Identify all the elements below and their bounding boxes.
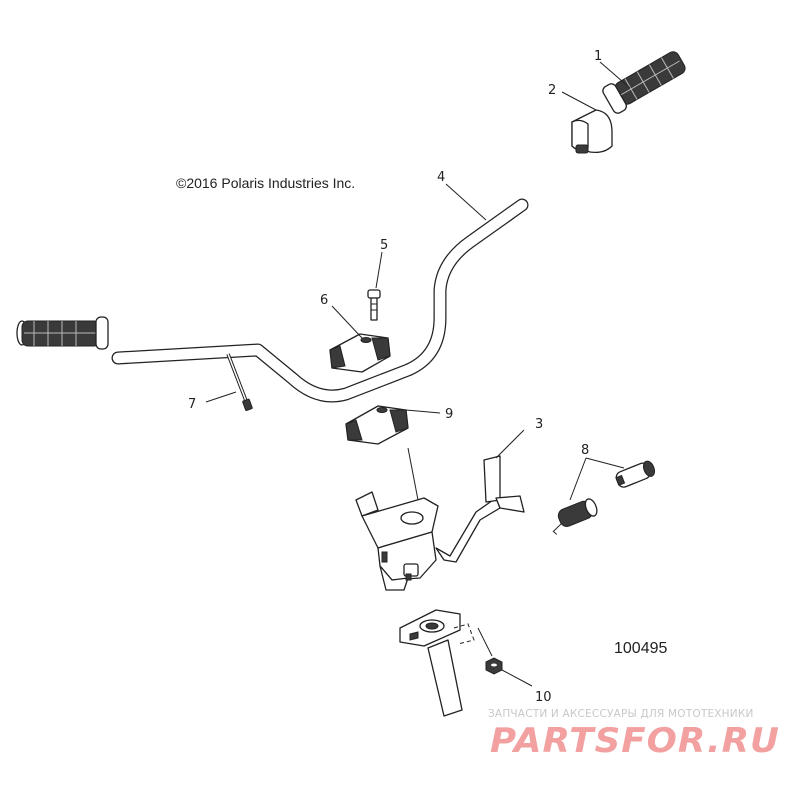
bushing-pair[interactable]: [547, 459, 657, 535]
mount-bracket[interactable]: [355, 455, 525, 591]
throttle-housing[interactable]: [571, 109, 613, 154]
callout-6: 6: [320, 293, 328, 308]
callout-5: 5: [380, 238, 388, 253]
callout-9: 9: [445, 407, 453, 422]
watermark: ЗАПЧАСТИ И АКСЕССУАРЫ ДЛЯ МОТОТЕХНИКИ PA…: [488, 708, 780, 761]
callouts: 1 2 3 4 5 6 7 8 9 10: [188, 49, 602, 705]
left-grip[interactable]: [16, 316, 109, 350]
watermark-brand: PARTSFOR.RU: [490, 721, 780, 761]
nut-leader-dashed: [453, 623, 493, 657]
callout-2: 2: [548, 83, 556, 98]
callout-7: 7: [188, 397, 196, 412]
leader-lines: [205, 61, 631, 687]
hex-nut[interactable]: [485, 657, 503, 675]
right-grip[interactable]: [601, 47, 689, 115]
watermark-tagline: ЗАПЧАСТИ И АКСЕССУАРЫ ДЛЯ МОТОТЕХНИКИ: [488, 708, 754, 720]
callout-8: 8: [581, 443, 589, 458]
lower-clamp[interactable]: [345, 405, 409, 445]
handlebar[interactable]: [111, 198, 529, 403]
callout-10: 10: [535, 690, 552, 705]
callout-3: 3: [535, 417, 543, 432]
steering-column: [407, 447, 463, 717]
callout-1: 1: [594, 49, 602, 64]
copyright-text: ©2016 Polaris Industries Inc.: [176, 175, 355, 191]
clamp-bolt[interactable]: [367, 289, 381, 321]
diagram-number: 100495: [614, 640, 667, 657]
column-base-plate[interactable]: [399, 609, 461, 647]
upper-clamp[interactable]: [329, 333, 391, 373]
callout-4: 4: [437, 170, 445, 185]
cable-tie[interactable]: [226, 353, 253, 411]
